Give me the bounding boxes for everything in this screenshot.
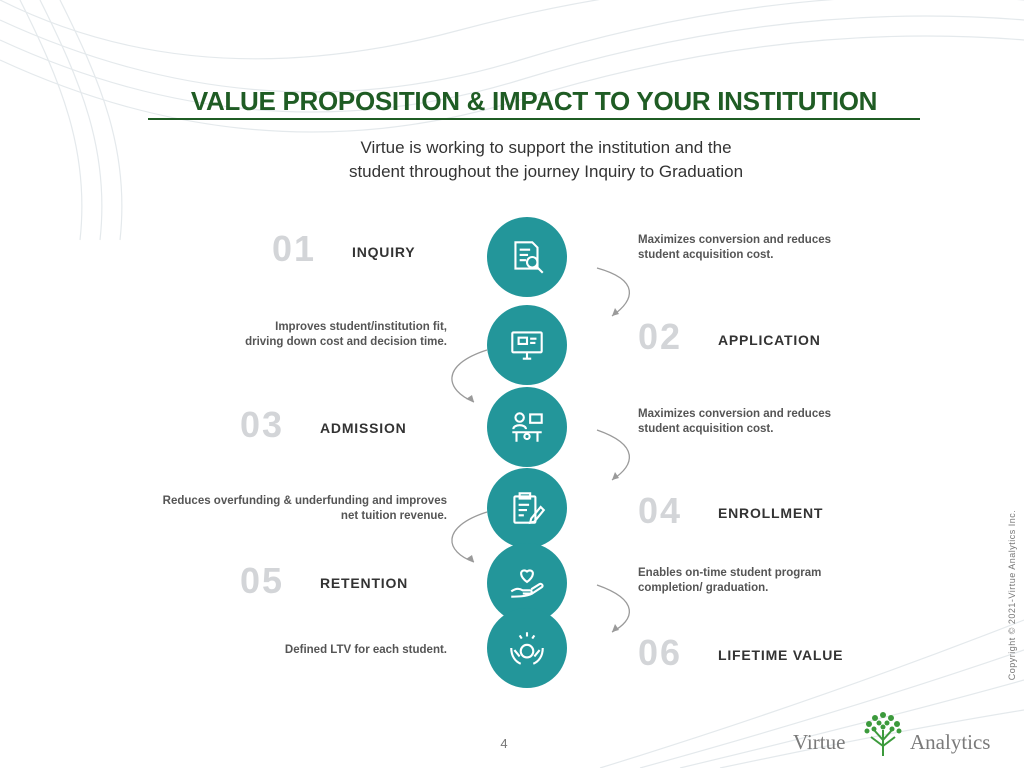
description-line: driving down cost and decision time. [245, 336, 447, 348]
step-number-02: 02 [638, 316, 683, 357]
step-description-inquiry: Maximizes conversion and reduces student… [638, 233, 831, 263]
step-label-enrollment: ENROLLMENT [718, 505, 824, 521]
step-circle-lifetime-value [487, 608, 567, 688]
description-line: Enables on-time student program [638, 567, 822, 579]
step-description-retention: Enables on-time student program completi… [638, 566, 821, 596]
clipboard-pen-icon [513, 492, 546, 525]
step-description-admission: Maximizes conversion and reduces student… [638, 407, 831, 437]
document-search-icon [514, 241, 544, 274]
description-line: Maximizes conversion and reduces [638, 408, 832, 420]
step-circle-enrollment [487, 468, 567, 548]
description-line: student acquisition cost. [638, 423, 774, 435]
slide-title: VALUE PROPOSITION & IMPACT TO YOUR INSTI… [148, 86, 920, 120]
step-number-05: 05 [240, 560, 285, 601]
description-line: Improves student/institution fit, [275, 321, 447, 333]
subtitle-line: student throughout the journey Inquiry t… [348, 162, 744, 181]
copyright-notice: Copyright © 2021-Virtue Analytics Inc. [1007, 509, 1017, 681]
arrow-1-2 [596, 267, 630, 317]
step-label-admission: ADMISSION [320, 420, 407, 436]
step-circle-application [487, 305, 567, 385]
arrow-5-6 [596, 584, 630, 633]
step-circle-admission [487, 387, 567, 467]
step-description-enrollment: Reduces overfunding & underfunding and i… [30, 494, 447, 524]
tree-logo-icon [864, 712, 902, 756]
computer-monitor-icon [511, 331, 543, 360]
step-number-06: 06 [638, 632, 683, 673]
description-line: student acquisition cost. [638, 249, 774, 261]
logo-word-virtue: Virtue [793, 730, 846, 754]
step-number-03: 03 [240, 404, 285, 445]
step-number-04: 04 [638, 490, 683, 531]
step-number-01: 01 [272, 228, 317, 269]
description-line: completion/ graduation. [638, 582, 769, 594]
step-description-lifetime-value: Defined LTV for each student. [120, 643, 447, 658]
description-line: Reduces overfunding & underfunding and i… [162, 495, 447, 507]
step-label-inquiry: INQUIRY [352, 244, 416, 260]
page-number: 4 [500, 736, 508, 751]
logo-word-analytics: Analytics [910, 730, 991, 754]
hands-value-icon [510, 632, 544, 665]
description-line: net tuition revenue. [340, 510, 447, 522]
company-logo: Virtue Analytics [793, 710, 1005, 758]
step-label-application: APPLICATION [718, 332, 821, 348]
heart-hand-icon [510, 569, 544, 598]
step-label-retention: RETENTION [320, 575, 409, 591]
description-line: Defined LTV for each student. [284, 644, 447, 656]
slide-subtitle: Virtue is working to support the institu… [250, 136, 842, 184]
step-description-application: Improves student/institution fit, drivin… [120, 320, 447, 350]
subtitle-line: Virtue is working to support the institu… [360, 138, 732, 157]
arrow-2-3 [451, 349, 488, 403]
arrow-4-5 [451, 511, 488, 563]
arrow-3-4 [596, 429, 630, 481]
description-line: Maximizes conversion and reduces [638, 234, 832, 246]
step-label-lifetime-value: LIFETIME VALUE [718, 647, 844, 663]
person-desk-icon [512, 412, 543, 442]
step-circle-inquiry [487, 217, 567, 297]
